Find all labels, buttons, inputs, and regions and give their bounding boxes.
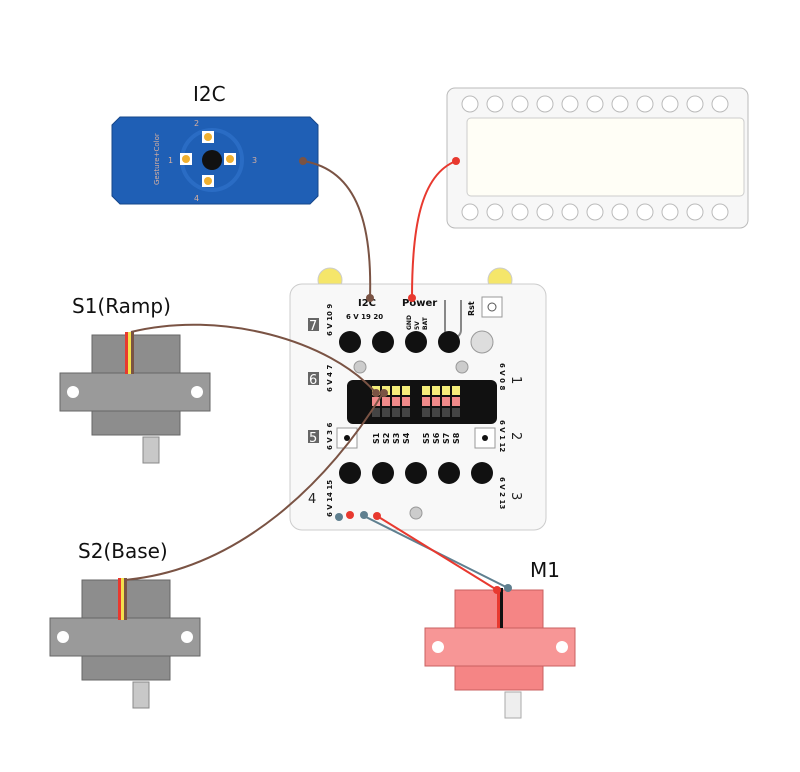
servo-s1 xyxy=(59,332,211,464)
servo-port-label: S3 xyxy=(392,433,401,444)
port-1-pins: 6 V 0 8 xyxy=(498,363,506,390)
header-pin xyxy=(452,408,460,417)
sensor-pad-1: 1 xyxy=(168,156,173,165)
header-pin xyxy=(402,397,410,406)
header-pin xyxy=(392,408,400,417)
sensor-pad-3: 3 xyxy=(252,156,257,165)
port-4-number: 4 xyxy=(308,492,316,507)
header-pin xyxy=(402,386,410,395)
wires xyxy=(123,160,509,591)
power-pin-5v: 5V xyxy=(414,321,421,330)
header-pin xyxy=(422,386,430,395)
sensor-pad-2: 2 xyxy=(194,119,199,128)
power-port-label: Power xyxy=(402,298,437,309)
i2c-pins-label: 6 V 19 20 xyxy=(346,313,383,321)
wire-i2c xyxy=(302,160,372,299)
port-6-number: 6 xyxy=(309,373,317,388)
header-pin xyxy=(372,408,380,417)
servo-s2-label: S2(Base) xyxy=(78,539,168,563)
wire-m1-red xyxy=(376,515,498,591)
wire-power xyxy=(411,160,457,299)
reset-button[interactable] xyxy=(481,296,503,318)
port-2-pins: 6 V 1 12 xyxy=(498,420,506,452)
port-2-number: 2 xyxy=(508,432,523,440)
motor-m1-label: M1 xyxy=(530,558,560,582)
header-pin xyxy=(372,397,380,406)
port-3-number: 3 xyxy=(508,492,523,500)
header-pin xyxy=(432,386,440,395)
header-pin xyxy=(392,386,400,395)
port-5-pins: 6 V 3 6 xyxy=(326,423,334,450)
servo-port-label: S5 xyxy=(422,432,431,444)
power-pin-gnd: GND xyxy=(406,315,413,330)
servo-port-label: S6 xyxy=(432,432,441,444)
header-pin xyxy=(442,408,450,417)
servo-port-label: S2 xyxy=(382,433,391,444)
sensor-name: Gesture+Color xyxy=(153,133,161,185)
header-pin xyxy=(452,386,460,395)
header-pin xyxy=(402,408,410,417)
servo-port-label: S1 xyxy=(372,432,381,444)
gesture-color-sensor: Gesture+Color 1 2 3 4 xyxy=(111,116,319,205)
header-pin xyxy=(382,408,390,417)
header-pin xyxy=(442,386,450,395)
i2c-sensor-label: I2C xyxy=(193,82,226,106)
port-4-pins: 6 V 14 15 xyxy=(326,480,334,517)
servo-port-label: S4 xyxy=(402,432,411,444)
port-7-number: 7 xyxy=(309,319,317,334)
reset-label: Rst xyxy=(467,301,476,316)
port-5-number: 5 xyxy=(309,431,317,446)
header-pin xyxy=(432,408,440,417)
servo-port-label: S8 xyxy=(452,432,461,444)
servo-s2 xyxy=(49,578,201,709)
header-pin xyxy=(432,397,440,406)
port-3-pins: 6 V 2 13 xyxy=(498,477,506,509)
sensor-pad-4: 4 xyxy=(194,194,199,203)
motor-m1 xyxy=(424,588,576,719)
wire-s1 xyxy=(130,323,377,394)
servo-s1-label: S1(Ramp) xyxy=(72,294,171,318)
header-pin xyxy=(382,397,390,406)
port-6-pins: 6 V 4 7 xyxy=(326,365,334,392)
port-1-number: 1 xyxy=(508,376,523,384)
i2c-port-label: I2C xyxy=(358,298,376,309)
controller-module xyxy=(446,87,749,229)
header-pin xyxy=(452,397,460,406)
port-7-pins: 6 V 10 9 xyxy=(326,304,334,336)
power-pin-bat: BAT xyxy=(422,316,429,330)
header-pin xyxy=(422,397,430,406)
wire-s2 xyxy=(123,392,384,581)
header-pin xyxy=(422,408,430,417)
servo-port-label: S7 xyxy=(442,433,451,444)
header-pin xyxy=(392,397,400,406)
header-pin xyxy=(442,397,450,406)
